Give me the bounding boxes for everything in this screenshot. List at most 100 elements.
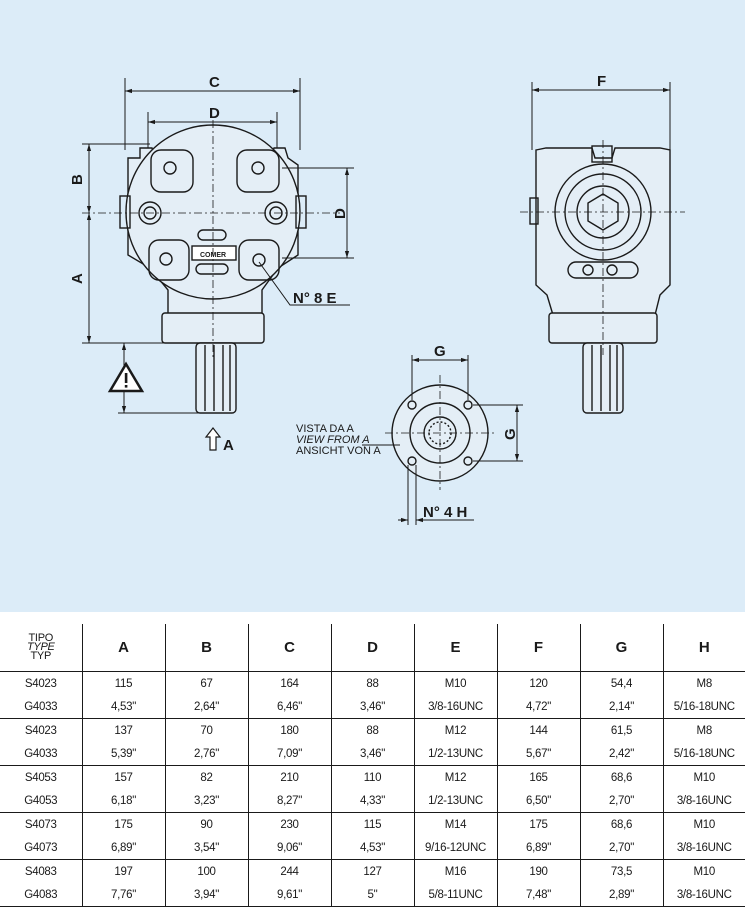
table-cell: 3/8-16UNC	[662, 836, 745, 860]
side-view	[529, 145, 671, 414]
table-cell: M12	[413, 718, 497, 742]
table-cell: 2,14"	[579, 695, 663, 719]
table-cell: 127	[330, 859, 414, 883]
table-cell: 230	[247, 812, 331, 836]
table-cell: M12	[413, 765, 497, 789]
table-cell: 88	[330, 671, 414, 695]
table-cell: S4073	[24, 818, 57, 831]
table-cell: 2,70"	[579, 836, 663, 860]
table-cell: 115	[330, 812, 414, 836]
table-cell: 165	[496, 765, 580, 789]
col-header-a: A	[81, 624, 165, 672]
front-dimension-lines	[82, 78, 354, 414]
warning-icon	[107, 361, 145, 393]
table-cell: 82	[164, 765, 248, 789]
table-cell: 5/8-11UNC	[413, 883, 497, 907]
table-cell: 3,46"	[330, 695, 414, 719]
table-cell: 61,5	[579, 718, 663, 742]
table-cell: 4,72"	[496, 695, 580, 719]
table-cell: 6,46"	[247, 695, 331, 719]
dim-g2-label: G	[502, 428, 519, 440]
table-cell: 2,70"	[579, 789, 663, 813]
dim-a-label: A	[69, 273, 86, 284]
view-label-en: VIEW FROM A	[296, 434, 370, 446]
table-cell: 6,50"	[496, 789, 580, 813]
table-cell: 4,53"	[330, 836, 414, 860]
col-header-h: H	[662, 624, 745, 672]
dim-d2-label: D	[332, 208, 349, 219]
table-cell: 244	[247, 859, 331, 883]
type-header-de: TYP	[30, 650, 52, 662]
table-row: S4073 175 90 230 115 M14 175 68,6 M10	[0, 812, 745, 836]
col-header-c: C	[247, 624, 331, 672]
table-cell: 2,89"	[579, 883, 663, 907]
table-cell: 2,64"	[164, 695, 248, 719]
table-cell: 73,5	[579, 859, 663, 883]
table-cell: 88	[330, 718, 414, 742]
type-header: TIPO TYPE TYP	[0, 624, 82, 672]
table-cell: 1/2-13UNC	[413, 742, 497, 766]
table-cell: 1/2-13UNC	[413, 789, 497, 813]
table-cell: 3/8-16UNC	[413, 695, 497, 719]
table-cell: 164	[247, 671, 331, 695]
table-cell: 68,6	[579, 765, 663, 789]
type-header-en: TYPE	[26, 641, 55, 653]
table-cell: 100	[164, 859, 248, 883]
table-cell: 175	[496, 812, 580, 836]
table-cell: G4083	[0, 883, 82, 907]
dimension-table: TIPO TYPE TYP A B C D E F G H S4023 115 …	[0, 624, 745, 907]
table-row: S4083 197 100 244 127 M16 190 73,5 M10	[0, 859, 745, 883]
dim-g-label: G	[434, 343, 446, 360]
table-cell: 210	[247, 765, 331, 789]
table-cell: 3/8-16UNC	[662, 789, 745, 813]
table-cell: M16	[413, 859, 497, 883]
col-header-g: G	[579, 624, 663, 672]
flange-centerlines	[385, 375, 495, 490]
holes-flange-label: N° 4 H	[423, 504, 467, 521]
table-cell: 157	[81, 765, 165, 789]
table-cell: 120	[496, 671, 580, 695]
view-label-it: VISTA DA A	[296, 423, 355, 435]
dim-f-label: F	[597, 73, 606, 90]
holes-main-label: N° 8 E	[293, 290, 337, 307]
gearbox-drawing: COMER C D B A D N° 8 E A	[69, 73, 685, 525]
col-header-b: B	[164, 624, 248, 672]
table-cell: 5/16-18UNC	[662, 742, 745, 766]
table-cell: M14	[413, 812, 497, 836]
table-cell: G4053	[0, 789, 82, 813]
dim-c-label: C	[209, 74, 220, 91]
table-cell: 3,46"	[330, 742, 414, 766]
table-cell: G4073	[0, 836, 82, 860]
col-header-d: D	[330, 624, 414, 672]
table-cell: 6,89"	[81, 836, 165, 860]
table-cell: 9/16-12UNC	[413, 836, 497, 860]
table-cell: 2,76"	[164, 742, 248, 766]
table-cell: 175	[81, 812, 165, 836]
table-cell: S4023	[24, 724, 57, 737]
table-cell: M8	[662, 718, 745, 742]
table-cell: 6,89"	[496, 836, 580, 860]
table-row: G4033 5,39" 2,76" 7,09" 3,46" 1/2-13UNC …	[0, 742, 745, 766]
table-cell: 144	[496, 718, 580, 742]
table-cell: 67	[164, 671, 248, 695]
table-cell: 137	[81, 718, 165, 742]
table-row: S4023 137 70 180 88 M12 144 61,5 M8	[0, 718, 745, 742]
col-header-e: E	[413, 624, 497, 672]
flange-dimension-lines	[362, 355, 523, 525]
table-cell: G4033	[0, 742, 82, 766]
table-cell: 3,23"	[164, 789, 248, 813]
table-cell: 7,48"	[496, 883, 580, 907]
table-cell: 4,33"	[330, 789, 414, 813]
table-cell: 197	[81, 859, 165, 883]
table-cell: G4033	[0, 695, 82, 719]
table-cell: 5,67"	[496, 742, 580, 766]
view-arrow-icon	[204, 427, 222, 451]
table-cell: 68,6	[579, 812, 663, 836]
table-cell: 2,42"	[579, 742, 663, 766]
table-cell: 54,4	[579, 671, 663, 695]
table-cell: S4083	[24, 865, 57, 878]
table-cell: 3,94"	[164, 883, 248, 907]
table-row: G4053 6,18" 3,23" 8,27" 4,33" 1/2-13UNC …	[0, 789, 745, 813]
table-cell: 8,27"	[247, 789, 331, 813]
table-cell: 110	[330, 765, 414, 789]
